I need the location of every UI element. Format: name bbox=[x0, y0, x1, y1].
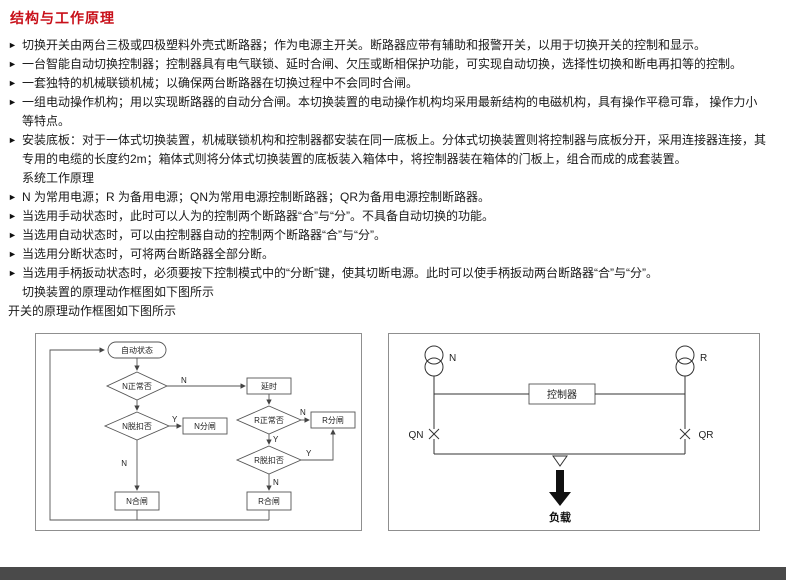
bullet-item: ► 一台智能自动切换控制器；控制器具有电气联锁、延时合闸、欠压或断相保护功能，可… bbox=[8, 55, 778, 74]
source-n-label: N bbox=[449, 353, 456, 364]
bullet-item: ► 一套独特的机械联锁机械；以确保两台断路器在切换过程中不会同时合闸。 bbox=[8, 74, 778, 93]
flow-branch-no-label: N bbox=[300, 408, 306, 417]
load-label: 负载 bbox=[549, 510, 571, 524]
bullet-item: ► 当选用分断状态时，可将两台断路器全部分断。 bbox=[8, 245, 778, 264]
bullet-item: ► 切换开关由两台三极或四极塑料外壳式断路器；作为电源主开关。断路器应带有辅助和… bbox=[8, 36, 778, 55]
load-arrow-icon bbox=[549, 470, 571, 506]
bullet-arrow-icon: ► bbox=[8, 192, 17, 202]
document-page: 结构与工作原理 ► 切换开关由两台三极或四极塑料外壳式断路器；作为电源主开关。断… bbox=[8, 10, 778, 531]
flow-r-close-label: R合闸 bbox=[258, 496, 280, 506]
flow-branch-no-label: N bbox=[181, 376, 187, 385]
bullet-text: 当选用自动状态时，可以由控制器自动的控制两个断路器“合”与“分”。 bbox=[22, 228, 386, 242]
flow-delay-label: 延时 bbox=[261, 381, 277, 391]
flow-r-open-label: R分闸 bbox=[322, 416, 344, 425]
flow-n-open-label: N分闸 bbox=[194, 422, 216, 431]
flow-branch-yes-label: Y bbox=[172, 415, 178, 424]
bullet-text: 当选用分断状态时，可将两台断路器全部分断。 bbox=[22, 247, 275, 261]
breaker-qr-icon bbox=[679, 428, 691, 440]
page-title: 结构与工作原理 bbox=[10, 10, 115, 26]
flow-r-close-node bbox=[246, 491, 292, 511]
flow-decision-n-trip-label: N脱扣否 bbox=[122, 421, 152, 431]
flow-decision-n-normal-label: N正常否 bbox=[122, 382, 152, 391]
breaker-qr-label: QR bbox=[699, 430, 714, 441]
breaker-qn-icon bbox=[428, 428, 440, 440]
caption-switch-device: 切换装置的原理动作框图如下图所示 bbox=[22, 285, 215, 299]
bullet-arrow-icon: ► bbox=[8, 78, 17, 88]
bullet-text: 切换开关由两台三极或四极塑料外壳式断路器；作为电源主开关。断路器应带有辅助和报警… bbox=[22, 38, 707, 52]
bullet-text: 一台智能自动切换控制器；控制器具有电气联锁、延时合闸、欠压或断相保护功能，可实现… bbox=[22, 57, 743, 71]
circuit-panel: N R 控制器 QN QR bbox=[388, 333, 760, 531]
flow-decision-r-trip-label: R脱扣否 bbox=[254, 455, 284, 465]
bullet-arrow-icon: ► bbox=[8, 230, 17, 240]
bullet-item: ► 当选用手柄扳动状态时，必须要按下控制模式中的“分断”键，使其切断电源。此时可… bbox=[8, 264, 778, 283]
transformer-r-icon bbox=[675, 345, 695, 365]
bullet-text: 当选用手动状态时，此时可以人为的控制两个断路器“合”与“分”。不具备自动切换的功… bbox=[22, 209, 494, 223]
bullet-list-2: ► N 为常用电源；R 为备用电源；QN为常用电源控制断路器；QR为备用电源控制… bbox=[8, 188, 778, 283]
flowchart-svg: 自动状态 N正常否 N 延时 N脱扣否 Y N分闸 bbox=[49, 341, 356, 521]
bullet-text: 一组电动操作机构；用以实现断路器的自动分合闸。本切换装置的电动操作机构均采用最新… bbox=[22, 95, 758, 128]
breaker-qn-label: QN bbox=[409, 430, 424, 441]
flow-branch-yes-label: Y bbox=[273, 435, 279, 444]
transformer-r-icon bbox=[675, 357, 695, 377]
bullet-text: 一套独特的机械联锁机械；以确保两台断路器在切换过程中不会同时合闸。 bbox=[22, 76, 419, 90]
bullet-arrow-icon: ► bbox=[8, 249, 17, 259]
flowchart-panel: 自动状态 N正常否 N 延时 N脱扣否 Y N分闸 bbox=[35, 333, 362, 531]
transformer-n-icon bbox=[424, 357, 444, 377]
caption-switch: 开关的原理动作框图如下图所示 bbox=[8, 304, 177, 318]
bullet-arrow-icon: ► bbox=[8, 211, 17, 221]
bullet-arrow-icon: ► bbox=[8, 40, 17, 50]
flow-branch-no-label: N bbox=[273, 478, 279, 487]
bullet-item: ► 安装底板：对于一体式切换装置，机械联锁机构和控制器都安装在同一底板上。分体式… bbox=[8, 131, 778, 169]
bullet-item: ► 当选用手动状态时，此时可以人为的控制两个断路器“合”与“分”。不具备自动切换… bbox=[8, 207, 778, 226]
bullet-text: N 为常用电源；R 为备用电源；QN为常用电源控制断路器；QR为备用电源控制断路… bbox=[22, 190, 491, 204]
flow-branch-no-label: N bbox=[121, 459, 127, 468]
bullet-text: 安装底板：对于一体式切换装置，机械联锁机构和控制器都安装在同一底板上。分体式切换… bbox=[22, 133, 767, 166]
flow-n-close-node bbox=[114, 491, 160, 511]
flow-decision-r-normal-label: R正常否 bbox=[254, 416, 284, 425]
diagrams-row: 自动状态 N正常否 N 延时 N脱扣否 Y N分闸 bbox=[35, 333, 778, 531]
source-r-label: R bbox=[700, 353, 707, 364]
bullet-list: ► 切换开关由两台三极或四极塑料外壳式断路器；作为电源主开关。断路器应带有辅助和… bbox=[8, 36, 778, 169]
section-label: 系统工作原理 bbox=[22, 171, 95, 185]
flow-start-label: 自动状态 bbox=[121, 345, 153, 355]
bullet-item: ► 当选用自动状态时，可以由控制器自动的控制两个断路器“合”与“分”。 bbox=[8, 226, 778, 245]
bullet-arrow-icon: ► bbox=[8, 97, 17, 107]
bullet-arrow-icon: ► bbox=[8, 59, 17, 69]
bullet-arrow-icon: ► bbox=[8, 135, 17, 145]
controller-label: 控制器 bbox=[547, 388, 577, 401]
junction-triangle-icon bbox=[552, 455, 568, 467]
flow-n-close-label: N合闸 bbox=[126, 496, 148, 506]
flow-n-open-node bbox=[182, 417, 228, 435]
bullet-text: 当选用手柄扳动状态时，必须要按下控制模式中的“分断”键，使其切断电源。此时可以使… bbox=[22, 266, 658, 280]
transformer-n-icon bbox=[424, 345, 444, 365]
bullet-item: ► N 为常用电源；R 为备用电源；QN为常用电源控制断路器；QR为备用电源控制… bbox=[8, 188, 778, 207]
flow-branch-yes-label: Y bbox=[306, 449, 312, 458]
flow-feedback-line bbox=[49, 347, 138, 521]
bullet-item: ► 一组电动操作机构；用以实现断路器的自动分合闸。本切换装置的电动操作机构均采用… bbox=[8, 93, 778, 131]
circuit-svg: N R 控制器 QN QR bbox=[409, 345, 714, 524]
bullet-arrow-icon: ► bbox=[8, 268, 17, 278]
page-footer-bar bbox=[0, 567, 786, 580]
flow-r-open-node bbox=[310, 411, 356, 429]
flow-connector bbox=[301, 429, 336, 461]
